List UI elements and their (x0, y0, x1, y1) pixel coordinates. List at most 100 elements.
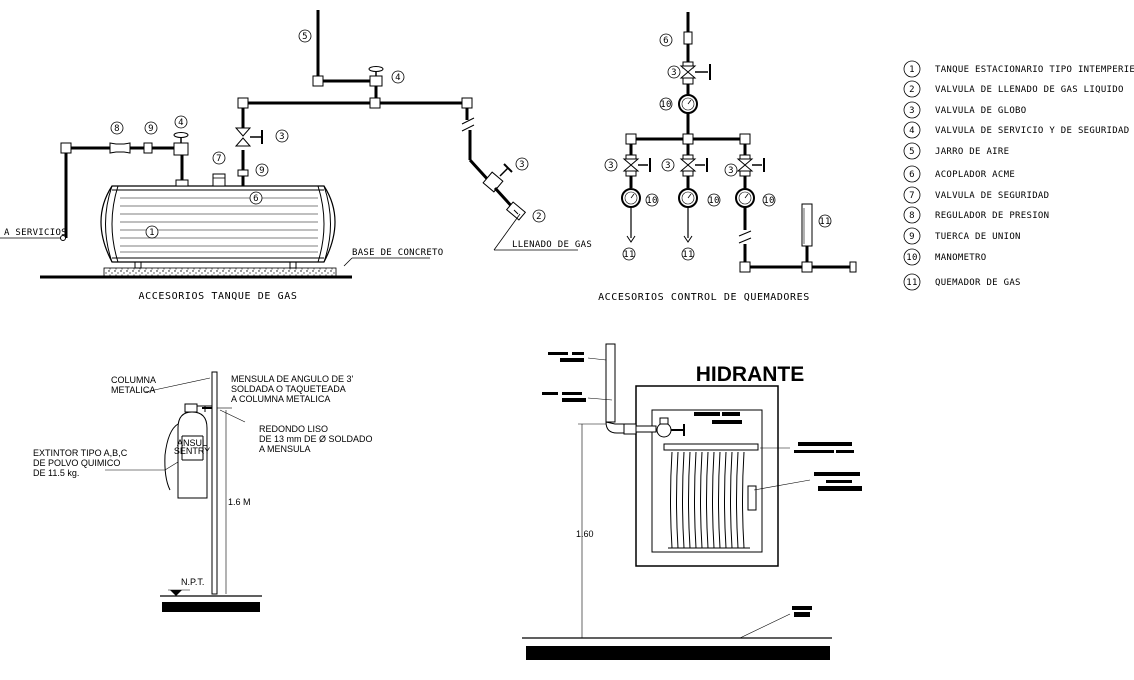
mark-3b: 3 (519, 160, 525, 170)
mark-9b: 9 (259, 166, 265, 176)
safety-valve (212, 173, 226, 187)
tank-labels: 5 4 3 8 9 4 7 9 6 1 3 2 A SERVICIOS BASE… (4, 32, 592, 302)
burner-branch-2 (678, 144, 708, 243)
extinguisher-label-2: DE POLVO QUIMICO (33, 458, 120, 468)
legend-number: 1 (909, 65, 915, 75)
burner-mark-11b: 11 (682, 250, 693, 260)
hydrant-title: HIDRANTE (696, 363, 805, 386)
mark-3a: 3 (279, 132, 285, 142)
servicios-label: A SERVICIOS (4, 228, 67, 238)
legend-number: 6 (909, 170, 915, 180)
legend-number: 4 (909, 126, 915, 136)
hydrant-redacted-labels (542, 352, 862, 617)
legend-number: 9 (909, 232, 915, 242)
fill-line (234, 97, 578, 251)
legend-number-circle (903, 248, 921, 266)
bracket-label-1: MENSULA DE ANGULO DE 3' (231, 374, 354, 384)
legend-number-circle (903, 60, 921, 78)
legend-text: JARRO DE AIRE (935, 147, 1009, 157)
legend-number: 7 (909, 191, 915, 201)
stationary-tank (100, 185, 336, 263)
legend-item: 5 JARRO DE AIRE (903, 142, 1009, 160)
burner-mark-6: 6 (663, 36, 669, 46)
mark-9a: 9 (148, 124, 154, 134)
hydrant-height-label: 1.60 (576, 529, 594, 539)
burner-mark-3top: 3 (671, 68, 677, 78)
legend-number-circle (903, 227, 921, 245)
metal-column (211, 371, 218, 595)
legend-text: TUERCA DE UNION (935, 232, 1021, 242)
legend-number: 2 (909, 85, 915, 95)
legend-text: VALVULA DE SEGURIDAD (935, 191, 1049, 201)
extinguisher-labels: COLUMNA METALICA MENSULA DE ANGULO DE 3'… (33, 374, 373, 587)
mark-4b: 4 (395, 73, 401, 83)
brand-label-1: ANSUL (177, 438, 207, 448)
legend-text: VALVULA DE SERVICIO Y DE SEGURIDAD (935, 126, 1129, 136)
mark-2: 2 (536, 212, 542, 222)
extinguisher-label-3: DE 11.5 kg. (33, 468, 79, 478)
tank-section-title: ACCESORIOS TANQUE DE GAS (139, 291, 298, 302)
floor-slab (162, 602, 260, 612)
extinguisher-diagram (105, 371, 262, 612)
mark-6: 6 (253, 194, 259, 204)
bracket-label-2: SOLDADA O TAQUETEADA (231, 384, 346, 394)
mark-7: 7 (216, 154, 222, 164)
burner-mark-3c: 3 (728, 166, 734, 176)
legend-item: 2 VALVULA DE LLENADO DE GAS LIQUIDO (903, 80, 1124, 98)
legend-number-circle (903, 186, 921, 204)
legend-item: 4 VALVULA DE SERVICIO Y DE SEGURIDAD (903, 121, 1129, 139)
air-jar (312, 10, 384, 98)
burner-mark-10top: 10 (660, 100, 671, 110)
brand-label-2: SENTRY (174, 446, 210, 456)
mark-8: 8 (114, 124, 120, 134)
burner-branch-1 (621, 144, 651, 243)
legend-item: 3 VALVULA DE GLOBO (903, 101, 1027, 119)
mark-4a: 4 (178, 118, 184, 128)
legend-number: 3 (909, 106, 915, 116)
rod-label-3: A MENSULA (259, 444, 311, 454)
legend-text: QUEMADOR DE GAS (935, 278, 1021, 288)
column-label-2: METALICA (111, 385, 155, 395)
burner-labels: 6 3 10 3 3 3 10 10 10 11 11 11 ACCESORIO… (598, 36, 830, 303)
burner-section-title: ACCESORIOS CONTROL DE QUEMADORES (598, 292, 810, 303)
burner-mark-3b: 3 (665, 161, 671, 171)
hydrant-floor (526, 646, 830, 660)
npt-label: N.P.T. (181, 577, 204, 587)
burner-branch-3 (735, 144, 857, 273)
legend-number-circle (903, 121, 921, 139)
legend-item: 8 REGULADOR DE PRESION (903, 206, 1049, 224)
burner-mark-11c: 11 (819, 217, 830, 227)
height-label: 1.6 M (228, 497, 251, 507)
concrete-base-label: BASE DE CONCRETO (352, 248, 444, 258)
legend-text: VALVULA DE GLOBO (935, 106, 1027, 116)
tank-accessories-diagram (0, 10, 578, 279)
hydrant-diagram (522, 343, 832, 660)
legend-item: 9 TUERCA DE UNION (903, 227, 1021, 245)
fire-extinguisher (164, 403, 212, 499)
mark-5: 5 (302, 32, 308, 42)
legend-number-circle (903, 273, 921, 291)
burner-mark-10c: 10 (763, 196, 774, 206)
rod-label-1: REDONDO LISO (259, 424, 328, 434)
gas-fill-label: LLENADO DE GAS (512, 240, 592, 250)
legend-text: VALVULA DE LLENADO DE GAS LIQUIDO (935, 85, 1124, 95)
hydrant-labels: HIDRANTE 1.60 (576, 363, 804, 539)
legend-text: REGULADOR DE PRESION (935, 211, 1049, 221)
burner-mark-11a: 11 (623, 250, 634, 260)
legend-number-circle (903, 80, 921, 98)
legend-number: 5 (909, 147, 915, 157)
burner-control-diagram (604, 12, 857, 273)
bracket-label-3: A COLUMNA METALICA (231, 394, 330, 404)
legend-item: 1 TANQUE ESTACIONARIO TIPO INTEMPERIE (903, 60, 1134, 78)
legend-number: 8 (909, 211, 915, 221)
legend-number-circle (903, 206, 921, 224)
legend-text: TANQUE ESTACIONARIO TIPO INTEMPERIE (935, 65, 1134, 75)
hose-rack (663, 443, 759, 549)
mark-1: 1 (149, 228, 155, 238)
burner-mark-10b: 10 (708, 196, 719, 206)
column-label-1: COLUMNA (111, 375, 156, 385)
legend-item: 7 VALVULA DE SEGURIDAD (903, 186, 1049, 204)
